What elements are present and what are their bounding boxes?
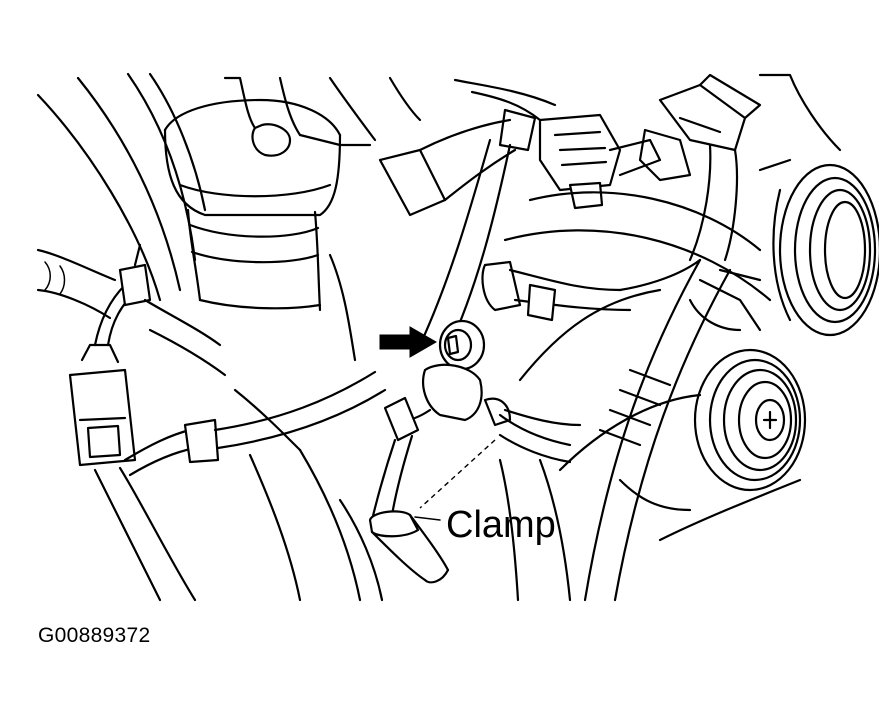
hose-clamp — [414, 397, 582, 521]
left-body-panel — [36, 72, 207, 320]
sensor-lead — [368, 363, 483, 584]
callout-arrow — [379, 326, 438, 358]
right-upper-connector — [638, 73, 842, 262]
lower-harness — [93, 370, 387, 602]
figure-code: G00889372 — [38, 624, 151, 647]
strut-tower — [163, 76, 422, 362]
alternator-pulley — [693, 348, 807, 492]
main-hose — [418, 138, 512, 352]
lower-frame — [248, 448, 572, 602]
side-hose — [481, 258, 702, 322]
left-connector — [68, 243, 227, 467]
upper-right-pulley — [758, 158, 879, 337]
clamp-label: Clamp — [446, 504, 556, 546]
upper-connector — [538, 113, 662, 210]
knock-sensor — [438, 319, 486, 371]
alternator — [503, 191, 802, 542]
upper-hose — [378, 78, 557, 217]
drive-belt — [583, 258, 732, 602]
